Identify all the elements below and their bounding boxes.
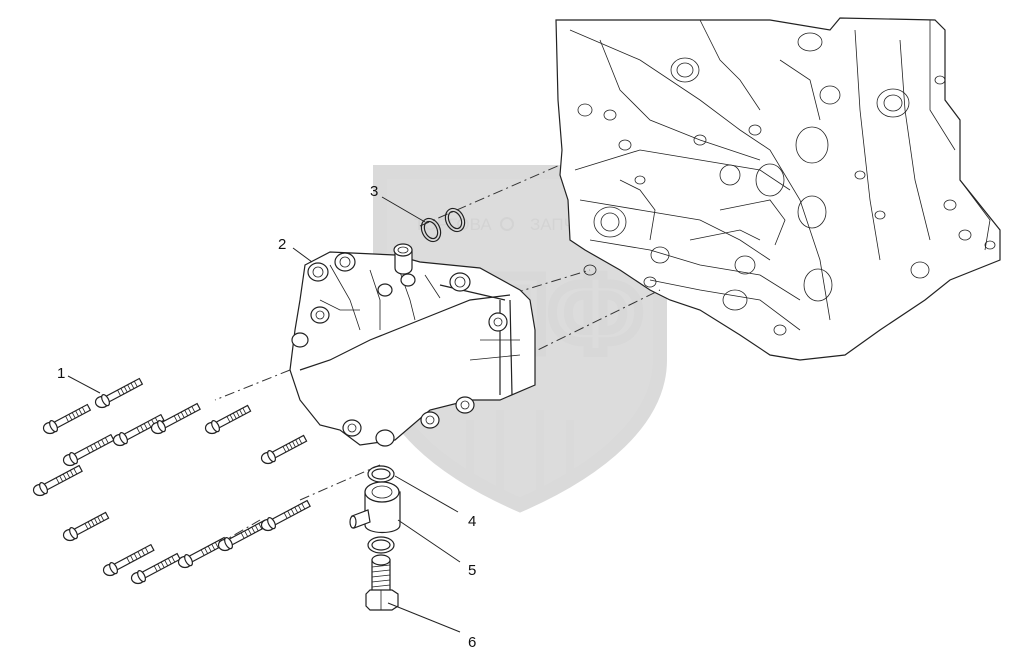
gear-icon bbox=[500, 217, 514, 231]
callouts: 1 2 3 4 5 6 bbox=[57, 183, 476, 651]
callout-5: 5 bbox=[468, 562, 476, 579]
wheat-icon bbox=[466, 410, 574, 490]
bolt bbox=[260, 434, 308, 465]
engine-block bbox=[555, 17, 1001, 361]
callout-1: 1 bbox=[57, 365, 65, 382]
bolt bbox=[32, 464, 83, 497]
bolt bbox=[42, 403, 92, 435]
callout-2: 2 bbox=[278, 236, 286, 253]
bolt bbox=[62, 511, 110, 542]
bolt bbox=[260, 499, 311, 532]
bolt bbox=[217, 519, 268, 552]
bolt bbox=[150, 402, 201, 435]
leader-lines bbox=[67, 196, 461, 633]
o-rings bbox=[420, 207, 466, 243]
watermark-text-right: ЗАПЧ bbox=[530, 215, 575, 234]
bolt bbox=[112, 413, 165, 447]
bolt bbox=[62, 433, 115, 467]
bolts bbox=[32, 377, 311, 585]
bolt bbox=[204, 404, 252, 435]
bolt bbox=[102, 543, 155, 577]
banjo-bolt bbox=[365, 554, 399, 611]
callout-4: 4 bbox=[468, 513, 476, 530]
banjo-fitting bbox=[349, 481, 401, 534]
bolt bbox=[177, 536, 228, 569]
bolt bbox=[94, 377, 144, 409]
callout-6: 6 bbox=[468, 634, 476, 651]
seal-ring-upper bbox=[367, 465, 395, 483]
bolt bbox=[130, 552, 181, 585]
seal-ring-lower bbox=[367, 536, 395, 554]
cover-housing bbox=[289, 243, 536, 447]
callout-3: 3 bbox=[370, 183, 378, 200]
